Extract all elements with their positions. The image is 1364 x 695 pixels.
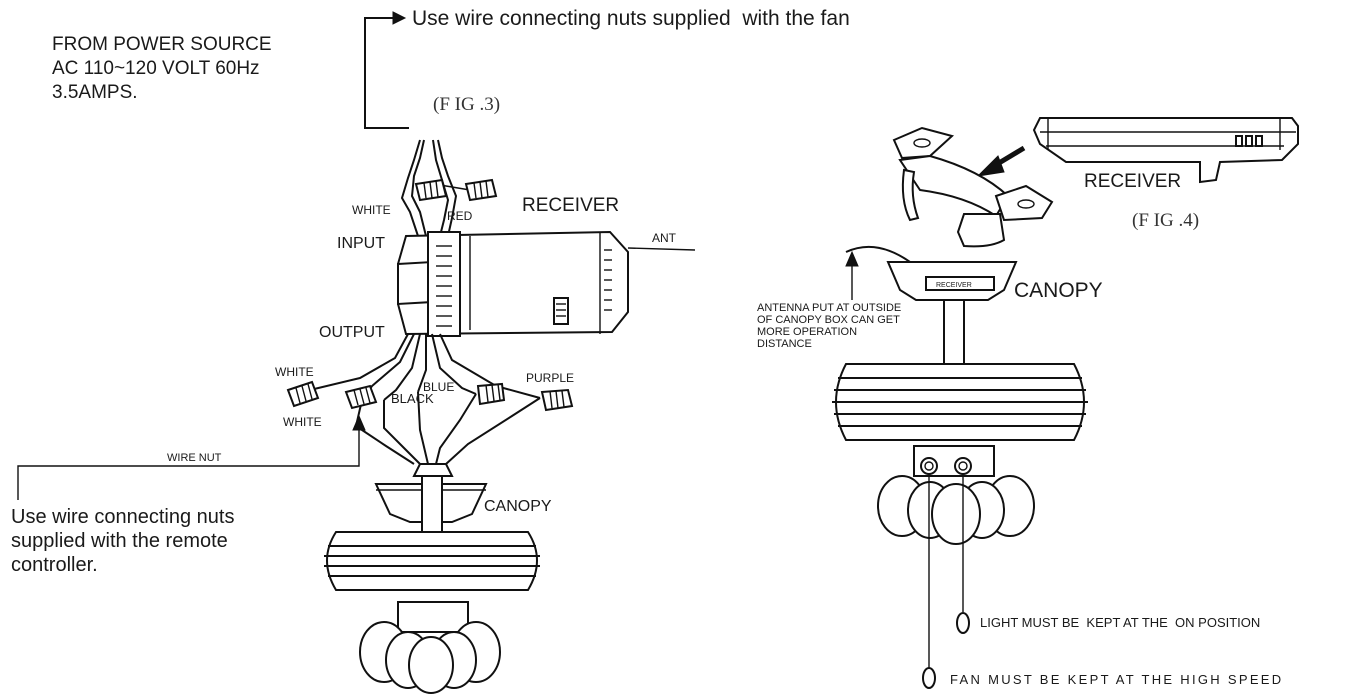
label-purple: PURPLE: [526, 371, 574, 385]
output-wire-nut-blue: [476, 382, 506, 406]
fig4-fan: [832, 363, 1088, 545]
light-note: LIGHT MUST BE KEPT AT THE ON POSITION: [980, 615, 1260, 630]
insert-arrow: [976, 145, 1026, 177]
pull-chain-light: [956, 474, 970, 634]
ant-label: ANT: [652, 231, 677, 245]
remote-note-line3: controller.: [11, 554, 98, 576]
antenna-note-line4: DISTANCE: [757, 338, 812, 350]
top-note: Use wire connecting nuts supplied with t…: [412, 7, 850, 30]
fig3-group: Use wire connecting nuts supplied with t…: [11, 7, 850, 694]
receiver-box: [397, 230, 629, 337]
output-wire-nut-black: [344, 384, 378, 410]
output-label: OUTPUT: [319, 324, 385, 341]
top-note-arrow: [364, 11, 409, 129]
fig4-group: RECEIVER (F IG .4) RECEIVER CANOPY: [757, 117, 1299, 689]
mounting-bracket: [892, 126, 1054, 248]
label-white-output-1: WHITE: [275, 365, 314, 379]
remote-note-line1: Use wire connecting nuts: [11, 506, 234, 528]
receiver-vents: [436, 245, 612, 327]
antenna-wire: [627, 247, 696, 251]
dip-switch: [553, 297, 569, 325]
fig3-fan: [324, 463, 540, 694]
input-wire-nut-2: [464, 178, 498, 202]
fig3-label: (F IG .3): [433, 94, 500, 115]
label-red-input: RED: [447, 209, 473, 223]
antenna-note-line3: MORE OPERATION: [757, 326, 857, 338]
label-white-input: WHITE: [352, 203, 391, 217]
receiver-module-fig4: [1032, 117, 1299, 184]
label-blue: BLUE: [423, 380, 454, 394]
wire-nut-label: WIRE NUT: [167, 452, 222, 464]
antenna-note-line1: ANTENNA PUT AT OUTSIDE: [757, 302, 901, 314]
fig4-label: (F IG .4): [1132, 210, 1199, 231]
power-source-line1: FROM POWER SOURCE: [52, 34, 272, 55]
input-label: INPUT: [337, 235, 385, 252]
power-source-line2: AC 110~120 VOLT 60Hz: [52, 58, 260, 79]
canopy-label-fig4: CANOPY: [1014, 279, 1103, 302]
canopy-receiver-tag: RECEIVER: [936, 282, 972, 289]
power-source-line3: 3.5AMPS.: [52, 82, 138, 103]
output-wire-nut-white: [286, 380, 320, 408]
receiver-label: RECEIVER: [522, 195, 619, 216]
label-white-output-2: WHITE: [283, 415, 322, 429]
receiver-label-fig4: RECEIVER: [1084, 171, 1181, 192]
antenna-note-line2: OF CANOPY BOX CAN GET: [757, 314, 900, 326]
output-wire-nut-purple: [540, 388, 574, 412]
wire-nut-callout: [17, 414, 366, 500]
label-black: BLACK: [391, 391, 434, 406]
pull-chain-fan: [922, 474, 936, 689]
remote-note-line2: supplied with the remote: [11, 530, 228, 552]
fan-note: FAN MUST BE KEPT AT THE HIGH SPEED: [950, 672, 1283, 687]
input-wire-nut-1: [414, 178, 448, 202]
canopy-label-fig3: CANOPY: [484, 498, 552, 515]
